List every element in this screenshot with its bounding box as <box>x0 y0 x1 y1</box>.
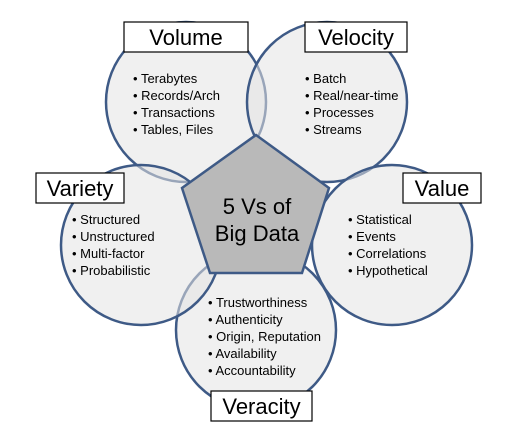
bullet-icon: • <box>72 229 80 244</box>
velocity-item-list: • Batch • Real/near-time • Processes • Stre… <box>305 71 398 137</box>
bullet-icon: • <box>348 229 356 244</box>
bullet-icon: • <box>133 71 141 86</box>
velocity-item: • Real/near-time <box>305 88 398 103</box>
veracity-item: • Availability <box>208 346 277 361</box>
bullet-icon: • <box>305 122 313 137</box>
velocity-label: Velocity <box>304 21 408 53</box>
value-item-list: • Statistical • Events • Correlations • Hyp… <box>348 212 428 278</box>
value-item: • Statistical <box>348 212 412 227</box>
value-item: • Correlations <box>348 246 427 261</box>
bullet-icon: • <box>133 88 141 103</box>
velocity-item: • Processes <box>305 105 374 120</box>
bullet-icon: • <box>133 122 141 137</box>
value-item: • Hypothetical <box>348 263 428 278</box>
variety-label: Variety <box>35 172 125 204</box>
bullet-icon: • <box>348 246 356 261</box>
volume-item-list: • Terabytes• Records/Arch• Transactions•… <box>133 71 220 137</box>
bullet-icon: • <box>208 295 216 310</box>
bullet-icon: • <box>208 329 216 344</box>
volume-label-box <box>123 21 249 53</box>
bullet-icon: • <box>72 263 80 278</box>
variety-item: • Multi-factor <box>72 246 145 261</box>
center-title-line: 5 Vs of <box>223 194 292 219</box>
value-item: • Events <box>348 229 396 244</box>
veracity-label-box <box>210 390 313 422</box>
variety-item: • Structured <box>72 212 140 227</box>
center-title-line: Big Data <box>215 221 300 246</box>
velocity-item: • Batch <box>305 71 346 86</box>
bullet-icon: • <box>305 105 313 120</box>
center-pentagon <box>180 133 331 275</box>
veracity-item: • Accountability <box>208 363 296 378</box>
veracity-item: • Trustworthiness <box>208 295 308 310</box>
bullet-icon: • <box>72 212 80 227</box>
variety-label-box <box>35 172 125 204</box>
value-label-text: Value <box>415 176 470 201</box>
volume-label: Volume <box>123 21 249 53</box>
bullet-icon: • <box>305 88 313 103</box>
volume-item: • Tables, Files <box>133 122 214 137</box>
value-label-box <box>402 172 482 204</box>
veracity-item-list: • Trustworthiness • Authenticity • Origin,… <box>208 295 321 378</box>
variety-item: • Unstructured <box>72 229 155 244</box>
volume-item: • Transactions <box>133 105 215 120</box>
bullet-icon: • <box>348 263 356 278</box>
volume-item: • Records/Arch <box>133 88 220 103</box>
bullet-icon: • <box>208 312 215 327</box>
value-label: Value <box>402 172 482 204</box>
velocity-item: • Streams <box>305 122 362 137</box>
bullet-icon: • <box>208 346 215 361</box>
variety-item-list: • Structured • Unstructured • Multi-factor… <box>72 212 155 278</box>
variety-item: • Probabilistic <box>72 263 151 278</box>
bullet-icon: • <box>133 105 141 120</box>
velocity-label-box <box>304 21 408 53</box>
veracity-label: Veracity <box>210 390 313 422</box>
bullet-icon: • <box>208 363 215 378</box>
velocity-label-text: Velocity <box>318 25 394 50</box>
bullet-icon: • <box>348 212 356 227</box>
variety-label-text: Variety <box>47 176 114 201</box>
veracity-item: • Origin, Reputation <box>208 329 321 344</box>
volume-label-text: Volume <box>149 25 222 50</box>
bullet-icon: • <box>72 246 80 261</box>
veracity-item: • Authenticity <box>208 312 283 327</box>
bullet-icon: • <box>305 71 313 86</box>
veracity-label-text: Veracity <box>222 394 300 419</box>
volume-item: • Terabytes <box>133 71 198 86</box>
